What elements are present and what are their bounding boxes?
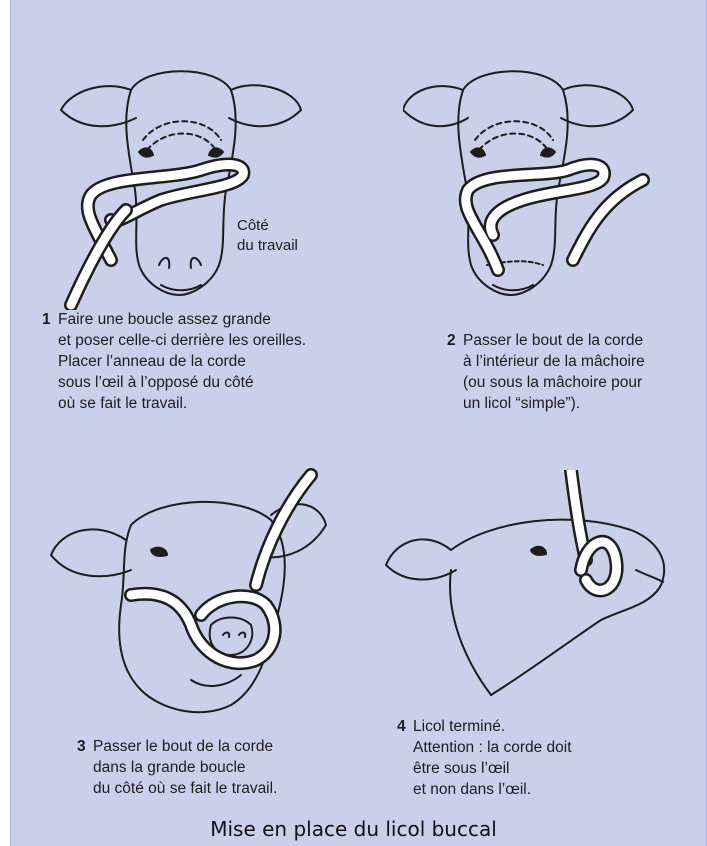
step-2-number: 2 [447,330,456,351]
step-2-text: 2 Passer le bout de la corde à l’intérie… [463,330,645,414]
side-label: Côté du travail [237,216,298,256]
cow-head-illustration-2 [403,60,663,310]
step-1-line-2: et poser celle-ci derrière les oreilles. [58,330,306,351]
step-4-line-1: Licol terminé. [413,716,572,737]
step-2-line-4: un licol “simple”). [463,393,645,414]
step-1-text: 1 Faire une boucle assez grande et poser… [58,309,306,414]
step-1-line-3: Placer l’anneau de la corde [58,351,306,372]
step-2-line-2: à l’intérieur de la mâchoire [463,351,645,372]
cow-head-illustration-1 [51,60,311,310]
cow-head-illustration-4 [381,470,681,710]
figure-step-3 [41,465,341,725]
step-4-line-2: Attention : la corde doit [413,737,572,758]
step-1-line-5: où se fait le travail. [58,393,306,414]
side-label-line-2: du travail [237,236,298,256]
figure-step-2 [403,60,663,310]
step-3-number: 3 [77,736,86,757]
figure-step-1 [51,60,311,310]
step-3-line-2: dans la grande boucle [93,757,277,778]
step-2-line-3: (ou sous la mâchoire pour [463,372,645,393]
step-3-line-3: du côté où se fait le travail. [93,778,277,799]
step-1-number: 1 [42,309,51,330]
figure-caption: Mise en place du licol buccal [0,817,707,841]
illustration-panel: Côté du travail 1 [10,0,707,846]
cow-head-illustration-3 [41,465,341,725]
step-4-line-4: et non dans l’œil. [413,779,572,800]
step-3-line-1: Passer le bout de la corde [93,736,277,757]
figure-step-4 [381,470,681,710]
step-2-line-1: Passer le bout de la corde [463,330,645,351]
side-label-line-1: Côté [237,216,298,236]
step-4-text: 4 Licol terminé. Attention : la corde do… [413,716,572,800]
step-4-number: 4 [397,716,406,737]
step-1-line-1: Faire une boucle assez grande [58,309,306,330]
step-3-text: 3 Passer le bout de la corde dans la gra… [93,736,277,799]
step-1-line-4: sous l’œil à l’opposé du côté [58,372,306,393]
step-4-line-3: être sous l’œil [413,758,572,779]
